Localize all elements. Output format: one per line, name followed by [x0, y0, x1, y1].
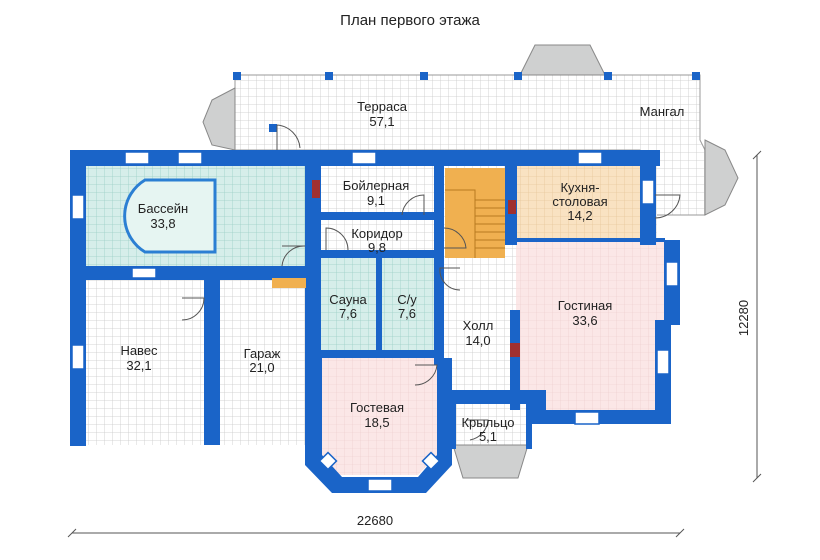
room-area-sauna: 7,6 — [339, 306, 357, 321]
room-area-hall: 14,0 — [465, 333, 490, 348]
room-name-porch: Крыльцо — [461, 415, 514, 430]
room-area-terrace: 57,1 — [369, 114, 394, 129]
room-name-wc: С/у — [397, 292, 417, 307]
room-name-canopy: Навес — [120, 343, 158, 358]
room-name-pool: Бассейн — [138, 201, 188, 216]
staircase — [445, 189, 505, 258]
windows — [71, 151, 679, 492]
room-area-boiler: 9,1 — [367, 193, 385, 208]
room-name-garage: Гараж — [244, 346, 281, 361]
room-area-corridor: 9,8 — [368, 240, 386, 255]
chimneys — [312, 180, 520, 357]
room-name-mangal: Мангал — [640, 104, 685, 119]
plan-title: План первого этажа — [340, 12, 480, 29]
room-name-hall: Холл — [463, 318, 494, 333]
dimension-width-label: 22680 — [357, 513, 393, 528]
room-name-guest: Гостевая — [350, 400, 404, 415]
room-name-living: Гостиная — [558, 298, 613, 313]
terrace — [202, 44, 739, 216]
room-area-wc: 7,6 — [398, 306, 416, 321]
room-area-kitchen: 14,2 — [567, 208, 592, 223]
room-name-terrace: Терраса — [357, 99, 408, 114]
room-area-canopy: 32,1 — [126, 358, 151, 373]
room-area-living: 33,6 — [572, 313, 597, 328]
dimension-width — [67, 528, 685, 538]
room-labels: Терраса 57,1 Мангал Бассейн 33,8 Бойлерн… — [120, 99, 684, 444]
dimension-height — [752, 150, 762, 483]
house-floor — [72, 150, 668, 479]
room-name-kitchen-2: столовая — [552, 194, 607, 209]
room-area-porch: 5,1 — [479, 429, 497, 444]
room-area-pool: 33,8 — [150, 216, 175, 231]
room-name-corridor: Коридор — [351, 226, 402, 241]
dimension-height-label: 12280 — [736, 300, 751, 336]
passage-marker — [272, 278, 306, 288]
room-name-kitchen-1: Кухня- — [560, 180, 599, 195]
room-name-boiler: Бойлерная — [343, 178, 410, 193]
room-name-sauna: Сауна — [329, 292, 367, 307]
room-area-garage: 21,0 — [249, 360, 274, 375]
doors — [181, 124, 681, 441]
pool-basin — [123, 178, 217, 254]
room-area-guest: 18,5 — [364, 415, 389, 430]
